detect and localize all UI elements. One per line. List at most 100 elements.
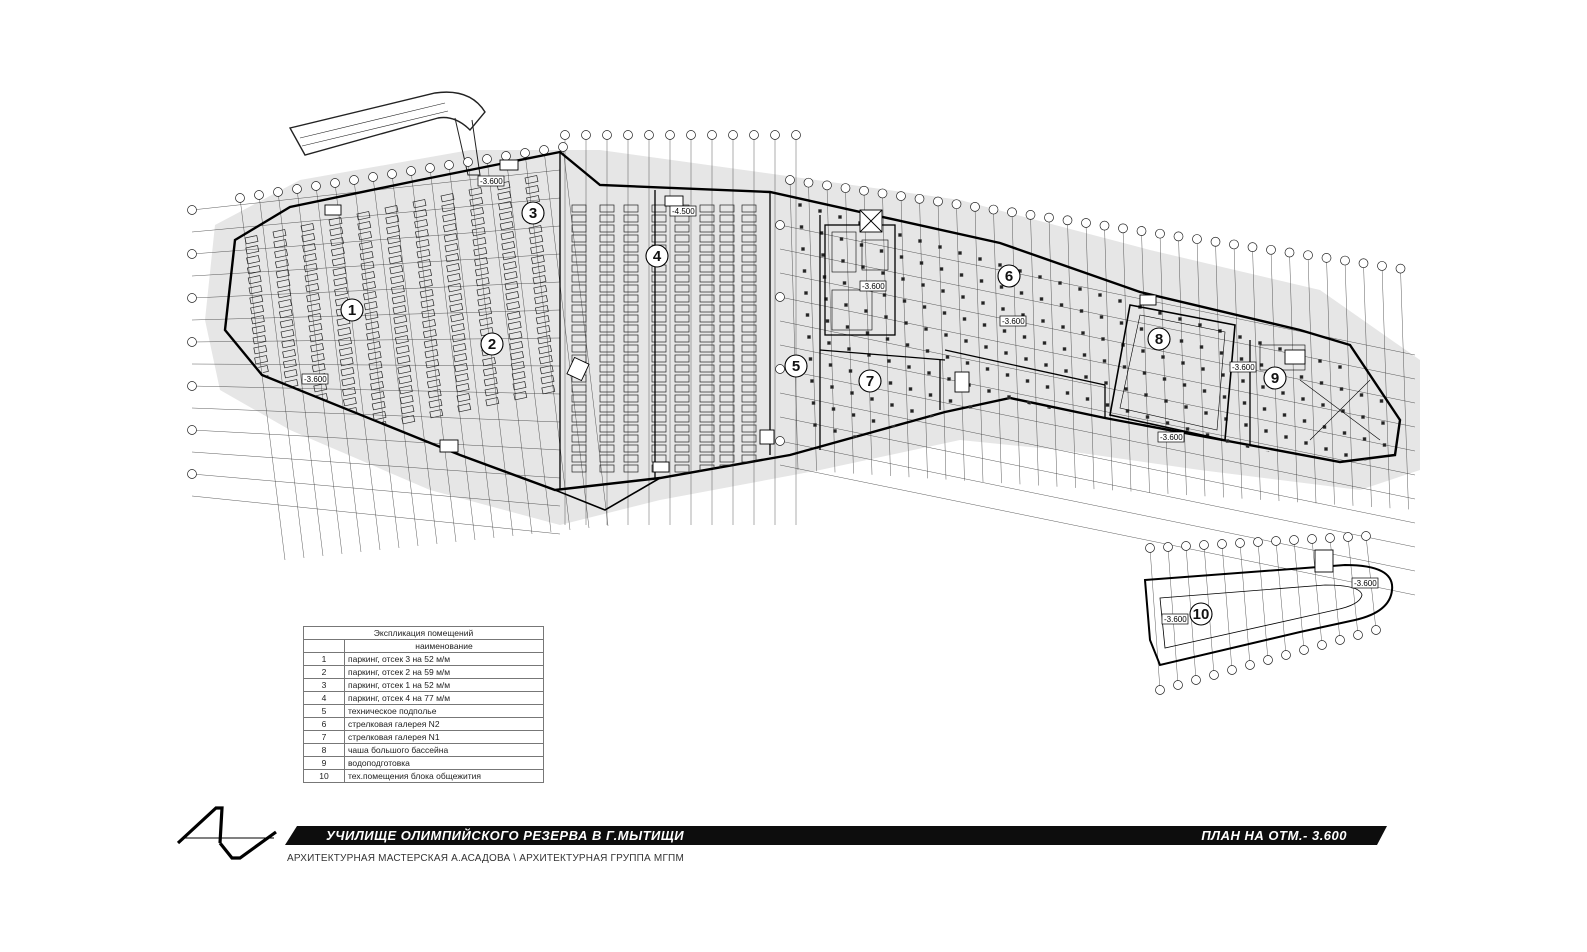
axis-bubble bbox=[1361, 531, 1371, 541]
parking-stall bbox=[425, 359, 440, 369]
structural-column bbox=[1185, 427, 1190, 431]
zone-label: 10 bbox=[1193, 606, 1210, 623]
parking-stall bbox=[281, 339, 296, 349]
parking-stall bbox=[537, 335, 552, 345]
structural-column bbox=[981, 301, 985, 305]
structural-column bbox=[1145, 415, 1150, 419]
level-mark-value: -3.600 bbox=[1164, 615, 1187, 624]
parking-stall bbox=[599, 254, 615, 263]
structural-column bbox=[1368, 504, 1371, 507]
axis-bubble bbox=[1340, 255, 1350, 266]
structural-column bbox=[1299, 375, 1304, 379]
parking-stall bbox=[333, 277, 348, 287]
structural-column bbox=[987, 389, 991, 393]
axis-bubble bbox=[349, 175, 359, 185]
parking-stall bbox=[308, 323, 323, 333]
axis-bubble bbox=[840, 183, 851, 193]
parking-stall bbox=[453, 353, 468, 363]
parking-stall bbox=[370, 381, 385, 391]
axis-bubble bbox=[1155, 228, 1165, 239]
structural-column bbox=[1282, 413, 1287, 417]
parking-stall bbox=[469, 197, 484, 207]
parking-stall bbox=[741, 204, 757, 213]
parking-stall bbox=[719, 374, 735, 383]
parking-stall bbox=[699, 414, 715, 423]
parking-stall bbox=[674, 364, 690, 373]
structural-column bbox=[1118, 299, 1122, 303]
parking-stall bbox=[358, 241, 373, 251]
axis-bubble bbox=[914, 193, 925, 204]
structural-column bbox=[1262, 407, 1267, 411]
grid-axis bbox=[486, 158, 533, 535]
axis-bubble bbox=[560, 130, 570, 140]
parking-stall bbox=[599, 314, 615, 323]
structural-column bbox=[1189, 472, 1192, 475]
zone-marker bbox=[784, 354, 808, 378]
parking-stall bbox=[393, 315, 408, 325]
parking-stall bbox=[426, 369, 441, 379]
parking-stall bbox=[418, 269, 433, 279]
structural-column bbox=[1151, 482, 1154, 485]
parking-stall bbox=[571, 394, 587, 403]
grid-axis bbox=[779, 248, 1416, 380]
structural-column bbox=[1064, 369, 1068, 373]
parking-stall bbox=[275, 269, 290, 279]
parking-stall bbox=[741, 444, 757, 453]
parking-stall bbox=[623, 394, 639, 403]
grid-axis bbox=[1215, 241, 1224, 498]
structural-column bbox=[1274, 562, 1277, 565]
axis-bubble bbox=[187, 425, 197, 435]
parking-stall bbox=[719, 344, 735, 353]
parking-stall bbox=[699, 254, 715, 263]
parking-stall bbox=[699, 334, 715, 343]
structural-column bbox=[1062, 347, 1067, 351]
structural-column bbox=[861, 265, 865, 269]
structural-column bbox=[825, 319, 830, 323]
axis-bubble bbox=[1321, 253, 1332, 263]
structural-column bbox=[984, 345, 988, 349]
level-mark bbox=[1351, 577, 1379, 589]
structural-column bbox=[991, 455, 996, 459]
parking-stall bbox=[385, 215, 400, 225]
structural-column bbox=[978, 257, 982, 261]
parking-stall bbox=[361, 271, 376, 281]
parking-stall bbox=[300, 223, 315, 233]
parking-stall bbox=[674, 304, 690, 313]
structural-column bbox=[1318, 359, 1322, 363]
parking-stall bbox=[399, 395, 414, 405]
structural-column bbox=[1308, 486, 1311, 489]
parking-stall bbox=[741, 294, 757, 303]
parking-stall bbox=[699, 384, 715, 393]
structural-column bbox=[1184, 405, 1188, 409]
parking-stall bbox=[483, 377, 498, 387]
level-marks: -3.600-4.500-3.600-3.600-3.600-3.600-3.6… bbox=[301, 175, 1379, 625]
parking-stall bbox=[423, 339, 438, 349]
parking-stall bbox=[386, 235, 401, 245]
level-mark bbox=[477, 175, 505, 187]
parking-stall bbox=[499, 221, 514, 231]
parking-stall bbox=[482, 357, 497, 367]
parking-stall bbox=[699, 224, 715, 233]
structural-column bbox=[1099, 315, 1104, 319]
axis-bubble bbox=[187, 249, 197, 259]
structural-column bbox=[902, 299, 907, 303]
level-mark-value: -3.600 bbox=[480, 177, 503, 186]
parking-stall bbox=[452, 343, 467, 353]
level-mark bbox=[669, 205, 697, 217]
parking-stall bbox=[244, 235, 259, 245]
structural-column bbox=[1162, 377, 1167, 381]
zone-label: 5 bbox=[792, 358, 800, 375]
structural-column bbox=[1141, 349, 1145, 353]
parking-stall bbox=[741, 224, 757, 233]
grid-axis bbox=[779, 416, 1416, 548]
parking-stall bbox=[674, 374, 690, 383]
parking-stall bbox=[741, 434, 757, 443]
axis-bubble bbox=[501, 151, 511, 161]
parking-stall bbox=[623, 324, 639, 333]
parking-stall bbox=[741, 334, 757, 343]
axis-bubble bbox=[822, 180, 832, 191]
parking-stall bbox=[599, 274, 615, 283]
parking-stall bbox=[449, 303, 464, 313]
parking-stall bbox=[719, 244, 735, 253]
parking-stall bbox=[396, 355, 411, 365]
